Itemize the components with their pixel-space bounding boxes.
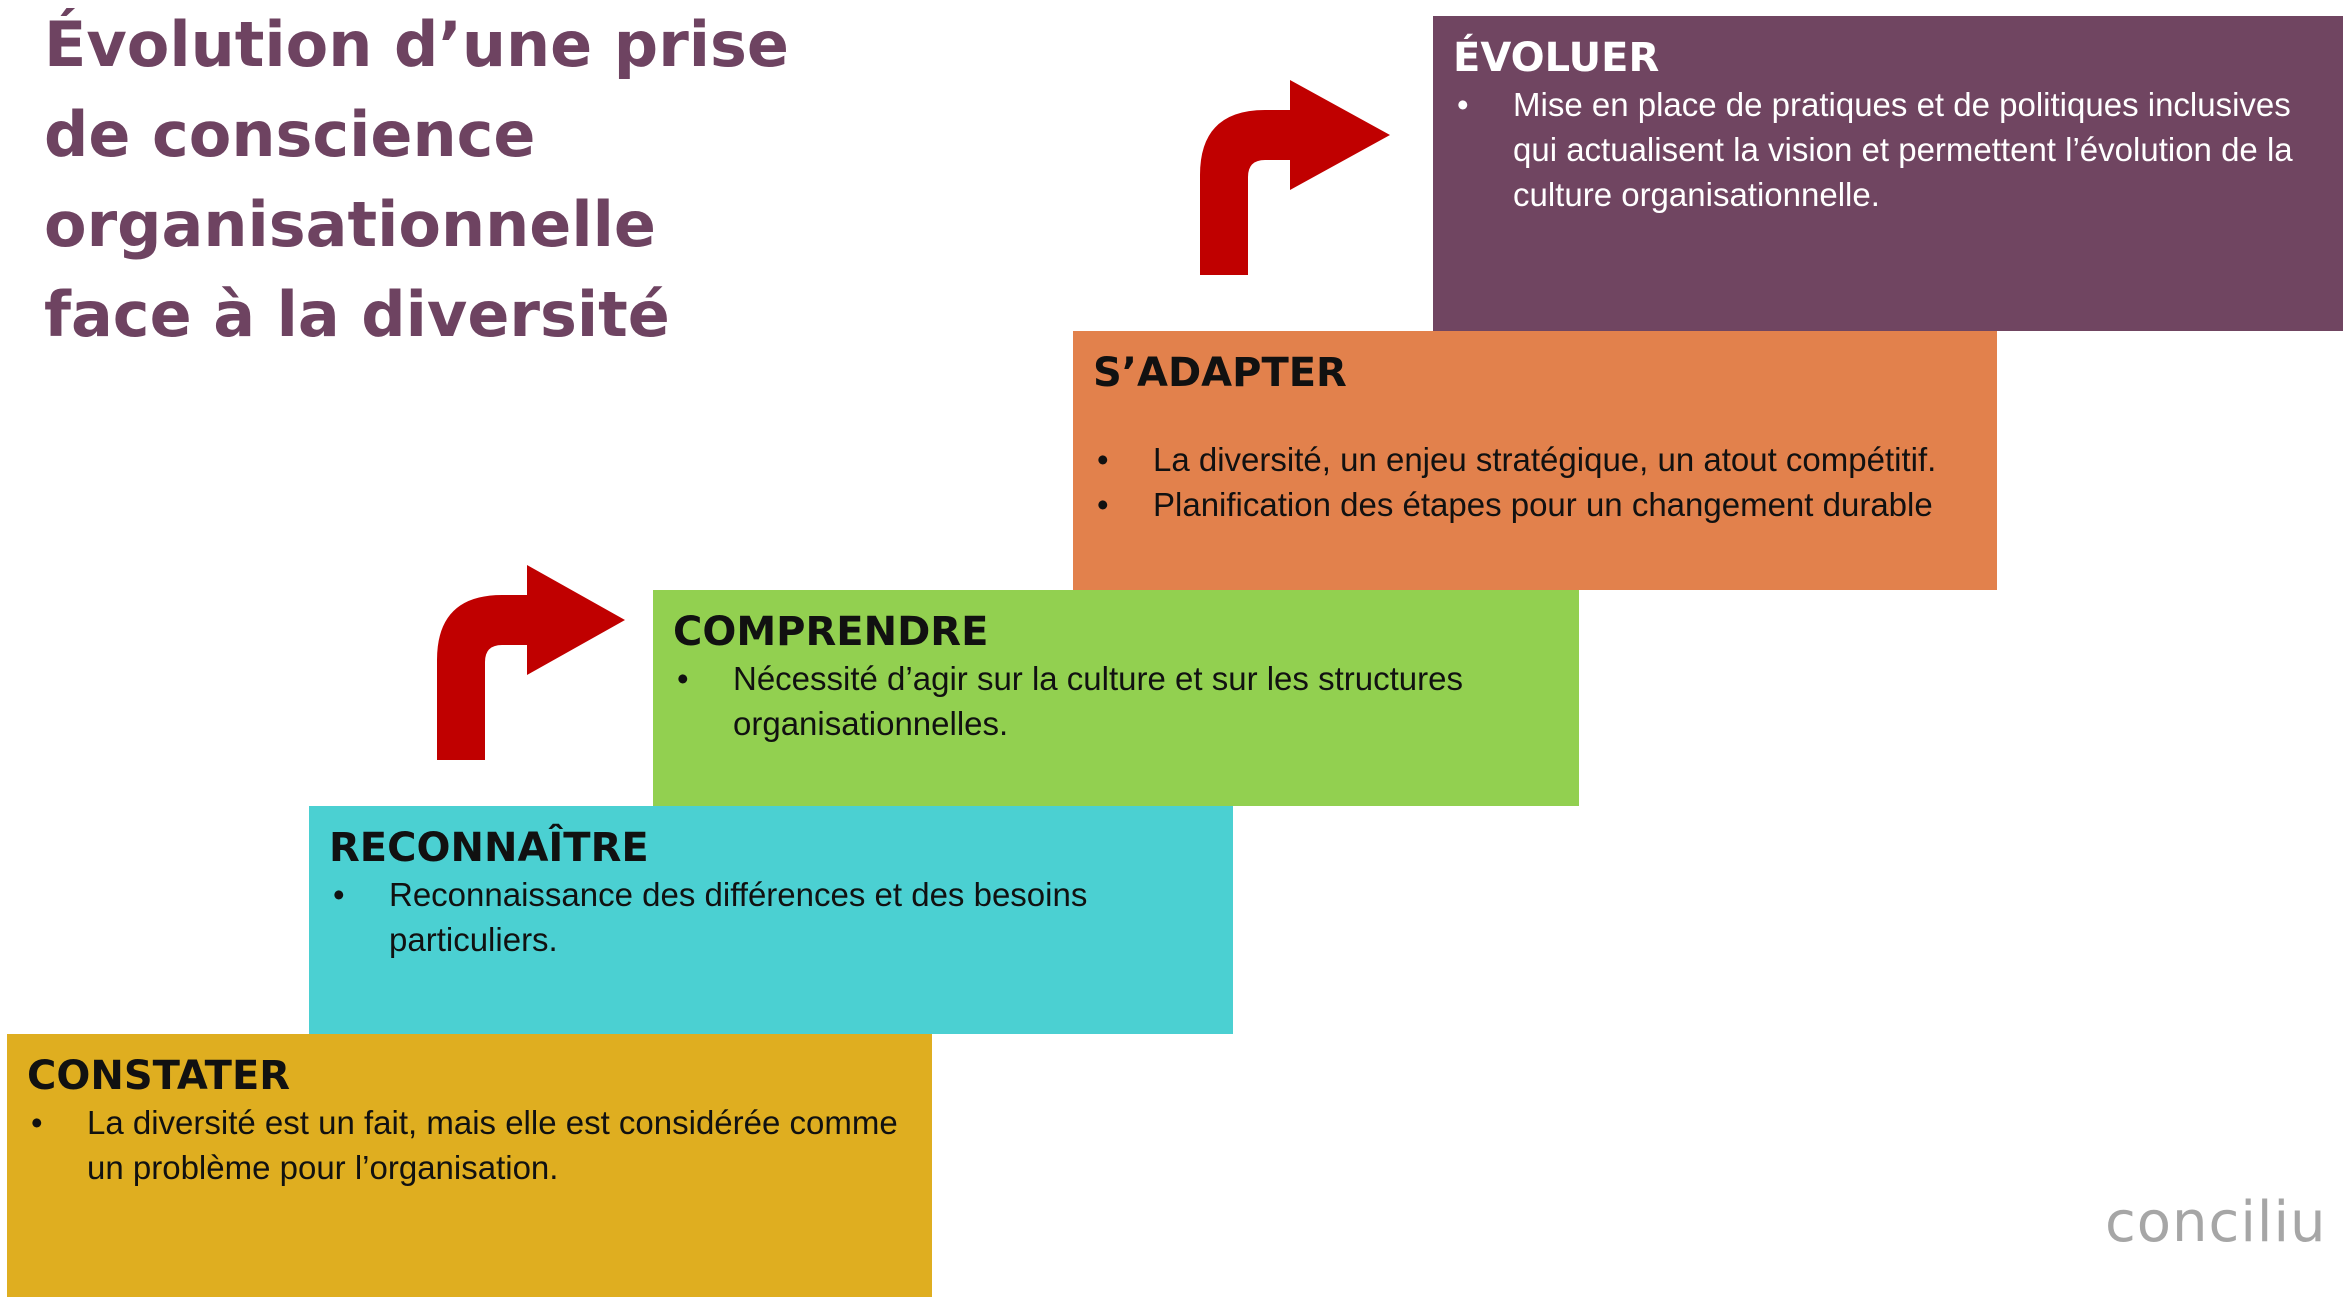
list-item-text: Nécessité d’agir sur la culture et sur l…: [733, 660, 1463, 742]
list-item-text: Reconnaissance des différences et des be…: [389, 876, 1088, 958]
step-heading: COMPRENDRE: [673, 609, 989, 655]
bullet: •: [31, 1104, 43, 1141]
title-line-3: organisationnelle: [44, 188, 656, 261]
step-list: • Reconnaissance des différences et des b…: [329, 872, 1213, 962]
step-reconnaitre: RECONNAÎTRE • Reconnaissance des différen…: [309, 806, 1233, 1034]
step-heading: RECONNAÎTRE: [329, 825, 649, 871]
list-item-text: Mise en place de pratiques et de politiq…: [1513, 86, 2293, 213]
step-list: • La diversité, un enjeu stratégique, un …: [1093, 437, 1977, 527]
list-item-text: Planification des étapes pour un changem…: [1153, 486, 1933, 523]
title-line-4: face à la diversité: [44, 278, 670, 351]
turn-right-arrow-icon: [437, 565, 625, 760]
list-item: • La diversité est un fait, mais elle est…: [27, 1100, 912, 1190]
step-heading: CONSTATER: [27, 1053, 291, 1099]
step-heading: S’ADAPTER: [1093, 350, 1347, 396]
step-comprendre: COMPRENDRE • Nécessité d’agir sur la cult…: [653, 590, 1579, 806]
bullet: •: [1097, 486, 1109, 523]
list-item: • Reconnaissance des différences et des b…: [329, 872, 1213, 962]
step-list: • La diversité est un fait, mais elle est…: [27, 1100, 912, 1190]
step-list: • Mise en place de pratiques et de politi…: [1453, 82, 2323, 217]
step-constater: CONSTATER • La diversité est un fait, mai…: [7, 1034, 932, 1297]
bullet: •: [1457, 86, 1469, 123]
bullet: •: [1097, 441, 1109, 478]
page-title: Évolution d’une prise de conscience orga…: [44, 0, 804, 360]
list-item-text: La diversité, un enjeu stratégique, un a…: [1153, 441, 1937, 478]
turn-right-arrow-icon: [1200, 80, 1390, 275]
bullet: •: [677, 660, 689, 697]
list-item: • Nécessité d’agir sur la culture et sur …: [673, 656, 1559, 746]
step-heading: ÉVOLUER: [1453, 35, 1660, 81]
title-line-2: de conscience: [44, 98, 536, 171]
step-sadapter: S’ADAPTER • La diversité, un enjeu straté…: [1073, 331, 1997, 590]
list-item: • La diversité, un enjeu stratégique, un …: [1093, 437, 1977, 482]
title-line-1: Évolution d’une prise: [44, 8, 789, 81]
list-item: • Mise en place de pratiques et de politi…: [1453, 82, 2323, 217]
bullet: •: [333, 876, 345, 913]
step-list: • Nécessité d’agir sur la culture et sur …: [673, 656, 1559, 746]
list-item: • Planification des étapes pour un change…: [1093, 482, 1977, 527]
step-evoluer: ÉVOLUER • Mise en place de pratiques et d…: [1433, 16, 2343, 331]
list-item-text: La diversité est un fait, mais elle est …: [87, 1104, 898, 1186]
logo: conciliu: [2105, 1190, 2327, 1255]
